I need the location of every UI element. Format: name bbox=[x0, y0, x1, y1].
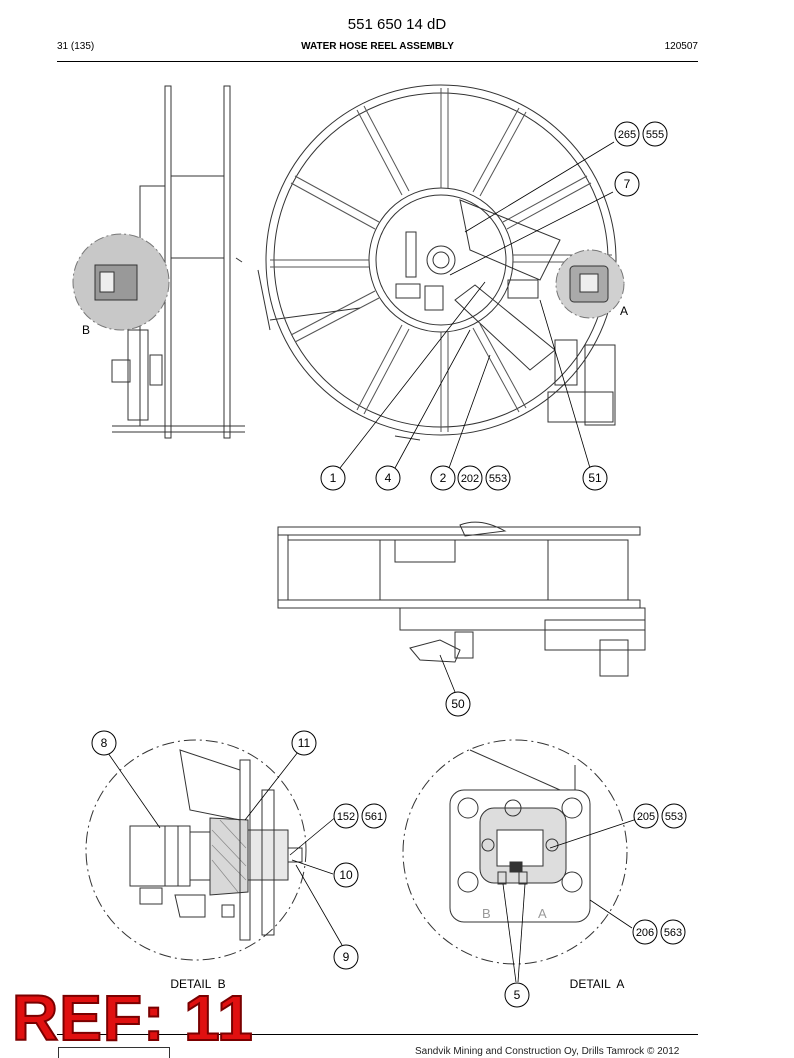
callout-bubble bbox=[485, 465, 511, 491]
callout-number: 1 bbox=[330, 471, 337, 485]
date-code: 120507 bbox=[664, 41, 698, 52]
callout-bubble bbox=[361, 803, 387, 829]
callout-bubble bbox=[91, 730, 117, 756]
callout-number: 205 bbox=[637, 811, 655, 823]
callout-number: 563 bbox=[664, 927, 682, 939]
callout-number: 51 bbox=[588, 471, 602, 485]
footer-rule bbox=[57, 1034, 698, 1035]
callout-bubble bbox=[504, 982, 530, 1008]
callout-bubble bbox=[445, 691, 471, 717]
detail-a-label: DETAIL A bbox=[570, 977, 625, 991]
callout-number: 9 bbox=[343, 950, 350, 964]
callout-number: 265 bbox=[618, 129, 636, 141]
callout-bubble bbox=[614, 121, 640, 147]
callout-bubble bbox=[375, 465, 401, 491]
callout-bubble bbox=[333, 862, 359, 888]
callout-number: 2 bbox=[440, 471, 447, 485]
callout-number: 555 bbox=[646, 129, 664, 141]
callout-bubble bbox=[320, 465, 346, 491]
callout-number: 4 bbox=[385, 471, 392, 485]
detail-a-drawing bbox=[449, 749, 591, 923]
callout-bubble bbox=[291, 730, 317, 756]
svg-text:B: B bbox=[482, 906, 491, 921]
detail-b-label: DETAIL B bbox=[170, 977, 225, 991]
callout-number: 5 bbox=[514, 988, 521, 1002]
callout-bubble bbox=[633, 803, 659, 829]
callout-number: 202 bbox=[461, 473, 479, 485]
detail-b-circle bbox=[85, 739, 307, 961]
callout-number: 553 bbox=[489, 473, 507, 485]
front-view bbox=[257, 84, 617, 441]
footer-copyright: Sandvik Mining and Construction Oy, Dril… bbox=[415, 1046, 680, 1057]
callout-number: A bbox=[620, 304, 628, 318]
callout-bubble bbox=[632, 919, 658, 945]
callout-number: 8 bbox=[101, 736, 108, 750]
top-view bbox=[277, 521, 646, 677]
side-view bbox=[111, 85, 245, 439]
detail-b-drawing bbox=[129, 749, 303, 941]
callout-bubble bbox=[660, 919, 686, 945]
page-number: 31 (135) bbox=[57, 41, 95, 52]
callout-number: B bbox=[82, 323, 90, 337]
callout-number: 7 bbox=[624, 177, 631, 191]
callout-number: 11 bbox=[298, 736, 311, 750]
callout-number: 152 bbox=[337, 811, 355, 823]
callout-bubble bbox=[614, 171, 640, 197]
detail-a-circle bbox=[402, 739, 628, 965]
callout-bubble bbox=[333, 944, 359, 970]
callout-number: 206 bbox=[636, 927, 654, 939]
page-title: WATER HOSE REEL ASSEMBLY bbox=[301, 41, 454, 52]
callout-number: 50 bbox=[451, 697, 465, 711]
ref-stamp: REF: 11 bbox=[11, 982, 254, 1054]
callout-bubble bbox=[333, 803, 359, 829]
callout-number: 10 bbox=[339, 868, 353, 882]
header-rule bbox=[57, 61, 698, 62]
callout-bubble bbox=[430, 465, 456, 491]
svg-text:A: A bbox=[538, 906, 547, 921]
callout-bubble bbox=[642, 121, 668, 147]
callout-bubble bbox=[582, 465, 608, 491]
document-number: 551 650 14 dD bbox=[347, 16, 447, 33]
callout-bubble bbox=[457, 465, 483, 491]
callout-number: 561 bbox=[365, 811, 383, 823]
callout-number: 553 bbox=[665, 811, 683, 823]
callout-bubble bbox=[661, 803, 687, 829]
